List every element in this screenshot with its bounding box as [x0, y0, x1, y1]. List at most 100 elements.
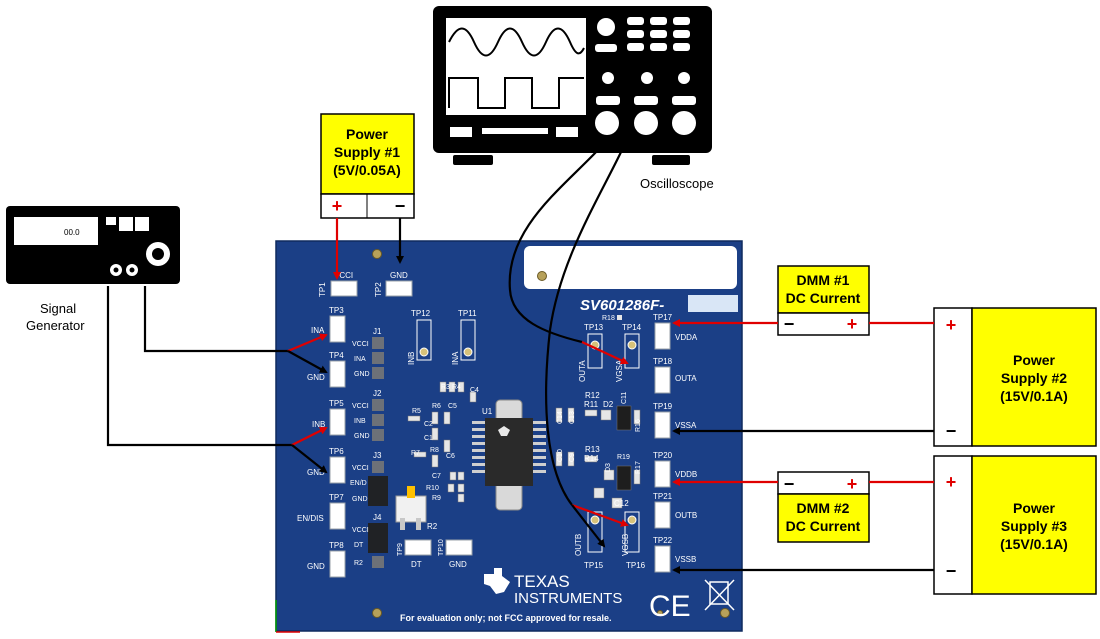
- dmm-2: − + DMM #2 DC Current: [777, 471, 870, 543]
- ps1-minus-terminal: −: [395, 196, 406, 216]
- weee-icon: [704, 579, 735, 611]
- ti-logo: TEXAS INSTRUMENTS: [484, 568, 622, 607]
- tp19-label: TP19: [653, 402, 673, 411]
- refdes-c9: C9: [569, 453, 576, 462]
- refdes-r17: R17: [635, 461, 642, 474]
- tp22-pad: [654, 545, 671, 573]
- j4-pin3: R2: [354, 560, 363, 567]
- tp22-net-label: VSSB: [675, 555, 696, 564]
- refdes-d3: D3: [605, 463, 612, 472]
- tp8-net-label: GND: [307, 562, 325, 571]
- ti-chip-logo: [498, 426, 510, 436]
- j4-pin1: VCCI: [352, 527, 369, 534]
- signal-generator: 00.0 Signal Generator: [6, 206, 180, 333]
- refdes-r14: R14: [584, 454, 599, 463]
- j2-pin1: VCCI: [352, 403, 369, 410]
- ps1-line3: (5V/0.05A): [333, 162, 401, 178]
- refdes-c10: C10: [557, 449, 564, 462]
- tp6-net-label: GND: [307, 468, 325, 477]
- ti-logo-line2: INSTRUMENTS: [514, 590, 622, 607]
- refdes-c5: C5: [448, 403, 457, 410]
- tp14-label: TP14: [622, 323, 642, 332]
- refdes-r12: R12: [585, 391, 600, 400]
- refdes-r7: R7: [411, 450, 420, 457]
- tp5-net-label: INB: [312, 420, 325, 429]
- j2-pin2: INB: [354, 418, 366, 425]
- ic-u1: U1: [472, 399, 546, 511]
- tp17-label: TP17: [653, 313, 673, 322]
- refdes-c4: C4: [470, 387, 479, 394]
- power-supply-3: + − Power Supply #3 (15V/0.1A): [933, 455, 1097, 595]
- refdes-r10: R10: [426, 485, 439, 492]
- tp2-pad: [385, 280, 413, 297]
- refdes-c14: C14: [557, 411, 564, 424]
- part-number: SV601286F-: [580, 297, 664, 314]
- passive-components-left: [407, 381, 477, 503]
- ps1-plus-terminal: +: [332, 196, 343, 216]
- refdes-r8: R8: [430, 447, 439, 454]
- dmm1-minus-terminal: −: [784, 314, 795, 334]
- ps2-line3: (15V/0.1A): [1000, 388, 1068, 404]
- j2-label: J2: [373, 389, 382, 398]
- part-number-suffix-box: [688, 295, 738, 312]
- refdes-r4: R4: [452, 384, 461, 391]
- dmm2-minus-terminal: −: [784, 474, 795, 494]
- tp13-net-label: OUTA: [578, 360, 587, 382]
- tp20-label: TP20: [653, 451, 673, 460]
- refdes-r16: R16: [635, 419, 642, 432]
- refdes-d2: D2: [603, 400, 614, 409]
- tp11-label: TP11: [458, 309, 477, 318]
- tp4-net-label: GND: [307, 373, 325, 382]
- tp15-net-label: OUTB: [574, 534, 583, 556]
- label-area: [524, 246, 737, 289]
- tp1-net-label: VCCI: [334, 271, 353, 280]
- tp3-label: TP3: [329, 306, 344, 315]
- tp22-label: TP22: [653, 536, 673, 545]
- tp10-label: TP10: [438, 539, 445, 556]
- ps2-line1: Power: [1013, 352, 1056, 368]
- tp18-pad: [654, 366, 671, 394]
- refdes-r13: R13: [585, 445, 600, 454]
- connection-wires: [106, 149, 934, 574]
- power-supply-2: + − Power Supply #2 (15V/0.1A): [933, 307, 1097, 447]
- tp12-label: TP12: [411, 309, 431, 318]
- refdes-r19: R19: [617, 454, 630, 461]
- ps2-minus-terminal: −: [946, 421, 957, 441]
- dmm1-line2: DC Current: [786, 290, 861, 306]
- tp16-label: TP16: [626, 561, 646, 570]
- left-test-points: TP3 INA TP4 GND TP5 INB TP6 GND TP7 EN/D…: [297, 306, 346, 578]
- refdes-c13: C13: [569, 411, 576, 424]
- axis-marker: [275, 600, 300, 633]
- mounting-holes: [372, 249, 730, 618]
- dmm1-line1: DMM #1: [797, 272, 850, 288]
- ps2-line2: Supply #2: [1001, 370, 1067, 386]
- ps3-line1: Power: [1013, 500, 1056, 516]
- tp19-net-label: VSSA: [675, 421, 697, 430]
- tp3-net-label: INA: [311, 326, 325, 335]
- refdes-c6: C6: [446, 453, 455, 460]
- ps3-line2: Supply #3: [1001, 518, 1067, 534]
- wire-scope-ch2: [545, 149, 623, 506]
- j1-pin3: GND: [354, 371, 370, 378]
- tp1-pad: [330, 280, 358, 297]
- disclaimer-text: For evaluation only; not FCC approved fo…: [400, 613, 612, 623]
- tp21-label: TP21: [653, 492, 673, 501]
- dmm-1: DMM #1 DC Current − +: [777, 265, 870, 336]
- tp8-label: TP8: [329, 541, 344, 550]
- j1-pin2: INA: [354, 356, 366, 363]
- passive-components-right: [555, 405, 641, 509]
- j1-pin1: VCCI: [352, 341, 369, 348]
- tp5-label: TP5: [329, 399, 344, 408]
- wire-scope-ch1: [508, 149, 599, 344]
- tp17-pad: [654, 322, 671, 350]
- tp10-pad: [445, 539, 473, 556]
- refdes-r18: R18: [602, 315, 615, 322]
- tp2-label: TP2: [374, 282, 383, 297]
- wire-siggen-ina: [143, 286, 288, 353]
- ce-mark: CE: [649, 590, 691, 623]
- tp11-net-label: INA: [451, 351, 460, 365]
- tp15-label: TP15: [584, 561, 604, 570]
- dmm2-line2: DC Current: [786, 518, 861, 534]
- wire-siggen-inb: [106, 286, 292, 447]
